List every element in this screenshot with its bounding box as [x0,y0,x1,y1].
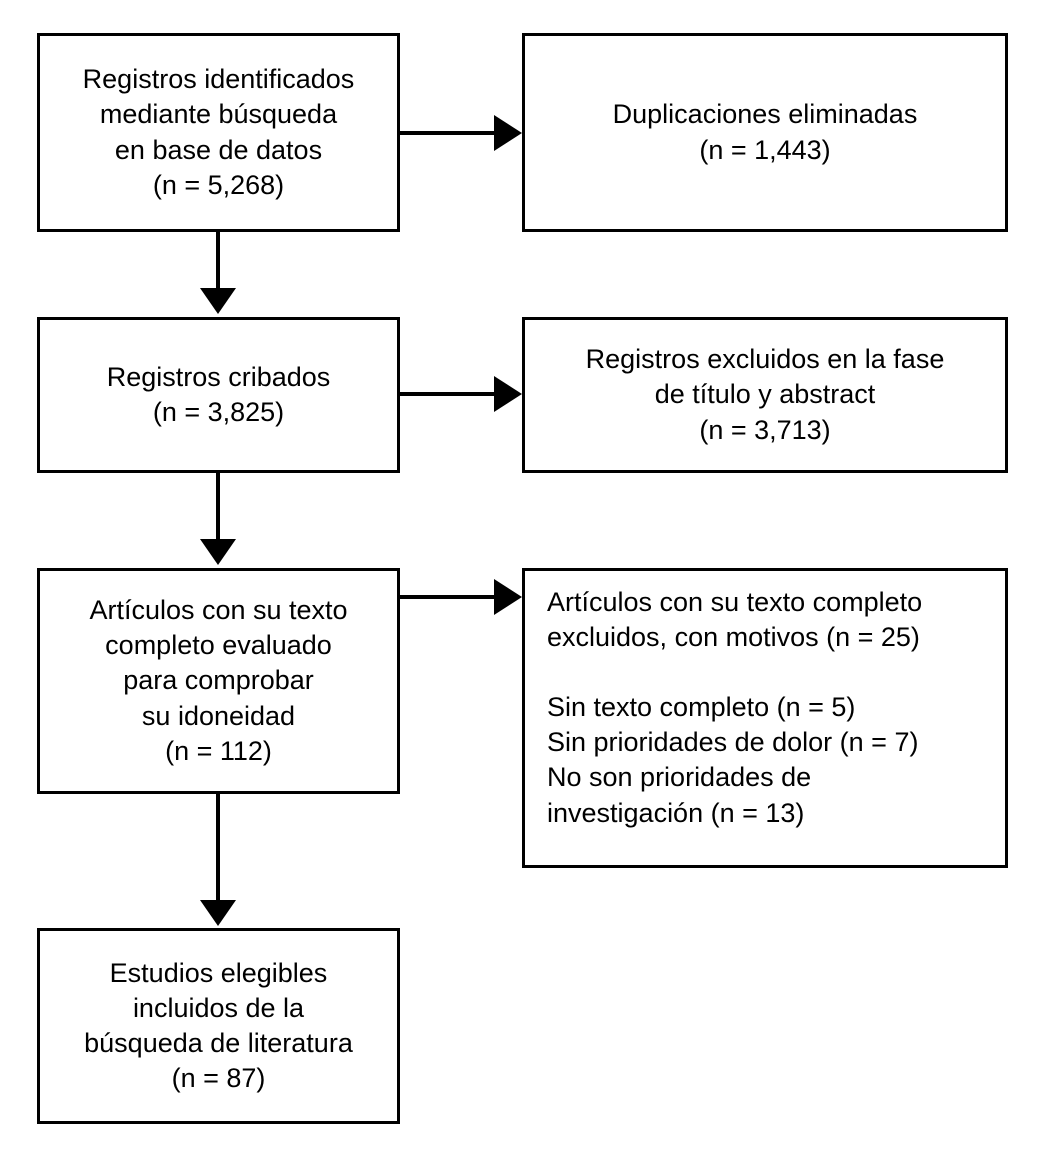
arrow-identified-to-screened-line [216,232,220,290]
arrow-screened-to-excluded-line [400,392,498,396]
node-fulltext-assessed-label: Artículos con su texto completo evaluado… [89,595,348,766]
arrow-screened-to-excluded-head-icon [494,376,522,412]
node-duplicates-removed: Duplicaciones eliminadas (n = 1,443) [522,33,1008,232]
node-records-identified-label: Registros identificados mediante búsqued… [82,64,355,200]
node-fulltext-assessed: Artículos con su texto completo evaluado… [37,568,400,794]
arrow-fulltext-to-included-head-icon [200,900,236,926]
node-duplicates-removed-label: Duplicaciones eliminadas (n = 1,443) [612,99,918,165]
arrow-fulltext-to-excluded-head-icon [494,579,522,615]
node-records-screened-label: Registros cribados (n = 3,825) [106,361,331,427]
arrow-identified-to-duplicates-line [400,131,498,135]
node-studies-included: Estudios elegibles incluidos de la búsqu… [37,928,400,1124]
node-records-identified: Registros identificados mediante búsqued… [37,33,400,232]
node-records-excluded-title-abstract-label: Registros excluidos en la fase de título… [585,344,945,445]
arrow-identified-to-screened-head-icon [200,288,236,314]
node-fulltext-excluded-label: Artículos con su texto completo excluido… [547,587,923,828]
node-fulltext-excluded: Artículos con su texto completo excluido… [522,568,1008,868]
arrow-screened-to-fulltext-line [216,473,220,541]
node-studies-included-label: Estudios elegibles incluidos de la búsqu… [84,957,353,1094]
arrow-identified-to-duplicates-head-icon [494,115,522,151]
node-records-excluded-title-abstract: Registros excluidos en la fase de título… [522,317,1008,473]
arrow-fulltext-to-excluded-line [400,595,498,599]
arrow-screened-to-fulltext-head-icon [200,539,236,565]
node-records-screened: Registros cribados (n = 3,825) [37,317,400,473]
arrow-fulltext-to-included-line [216,794,220,902]
